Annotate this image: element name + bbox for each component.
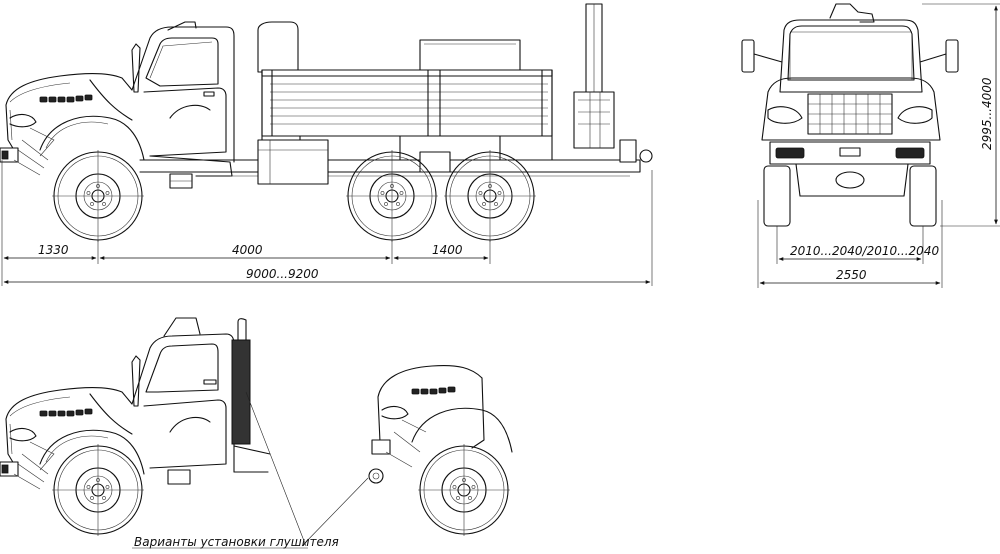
muffler-caption: Варианты установки глушителя <box>134 535 339 549</box>
dim-track-width: 2010...2040/2010...2040 <box>790 244 939 258</box>
dim-overall-length: 9000...9200 <box>246 267 319 281</box>
dim-height: 2995...4000 <box>980 77 994 150</box>
cargo-body <box>261 39 553 161</box>
dim-front-overhang: 1330 <box>38 243 69 257</box>
side-view-dimensions: 1330 4000 1400 9000...9200 <box>1 160 653 286</box>
dim-overall-width: 2550 <box>836 268 867 282</box>
front-view-truck <box>741 3 959 227</box>
front-view-dimensions: 2995...4000 2010...2040/2010...2040 2550 <box>757 3 1000 288</box>
cab <box>0 21 235 189</box>
vertical-muffler <box>231 339 251 445</box>
muffler-variant-vertical <box>0 317 271 537</box>
low-muffler <box>368 468 384 484</box>
side-view-truck <box>0 3 653 243</box>
dim-wheelbase: 4000 <box>232 243 263 257</box>
crane <box>573 3 653 163</box>
muffler-annotation: Варианты установки глушителя <box>132 391 369 549</box>
dim-rear-axle-spacing: 1400 <box>432 243 463 257</box>
muffler-variant-low <box>368 364 513 537</box>
